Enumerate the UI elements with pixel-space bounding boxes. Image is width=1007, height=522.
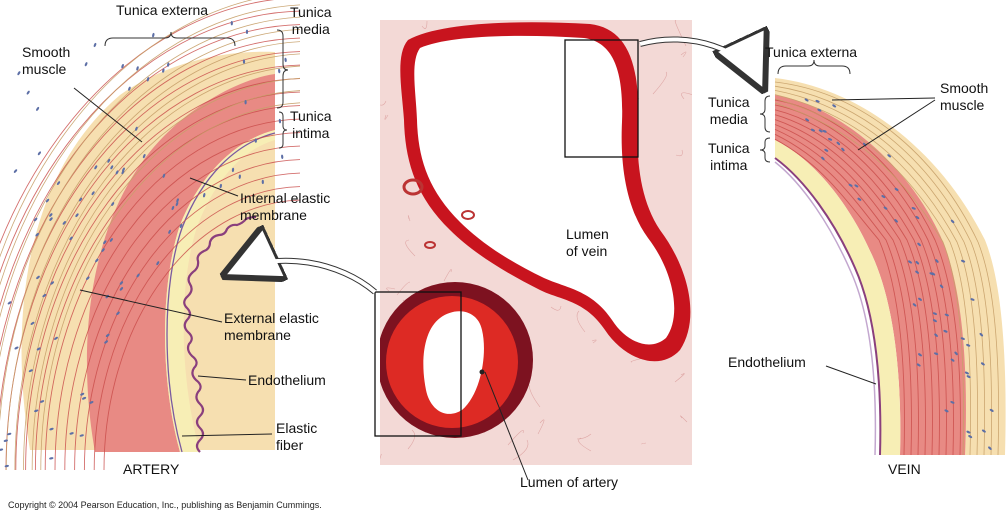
external-elastic-line2: membrane: [224, 327, 319, 344]
lumen-of-vein-label: Lumen of vein: [566, 226, 609, 260]
elastic-fiber-line1: Elastic: [276, 420, 317, 437]
vein-intima-bracket: [760, 138, 770, 162]
vein-title: VEIN: [888, 461, 921, 478]
artery-tunica-externa-label: Tunica externa: [116, 2, 208, 19]
vein-tunica-media-label: Tunica media: [708, 94, 750, 128]
vein-tunica-media-line2: media: [708, 111, 750, 128]
artery-smooth-muscle-line1: Smooth: [22, 44, 70, 61]
artery-tunica-media-label: Tunica media: [290, 4, 332, 38]
vein-externa-bracket: [778, 60, 850, 74]
lumen-vein-line2: of vein: [566, 243, 609, 260]
vein-smooth-muscle-line1: Smooth: [940, 80, 988, 97]
internal-elastic-membrane-label: Internal elastic membrane: [240, 190, 330, 224]
vein-tunica-externa-label: Tunica externa: [765, 44, 857, 61]
artery-tunica-intima-label: Tunica intima: [290, 108, 332, 142]
vein-media-bracket: [760, 96, 770, 132]
external-elastic-line1: External elastic: [224, 310, 319, 327]
artery-smooth-muscle-line2: muscle: [22, 61, 70, 78]
copyright-notice: Copyright © 2004 Pearson Education, Inc.…: [8, 500, 322, 510]
vein-tunica-intima-label: Tunica intima: [708, 140, 750, 174]
internal-elastic-line2: membrane: [240, 207, 330, 224]
lumen-vein-line1: Lumen: [566, 226, 609, 243]
vein-tunica-media-line1: Tunica: [708, 94, 750, 111]
vein-tunica-intima-line1: Tunica: [708, 140, 750, 157]
vein-tunica-intima-line2: intima: [708, 157, 750, 174]
artery-tunica-media-line2: media: [290, 21, 332, 38]
vein-illustration: [775, 78, 1006, 455]
vein-endothelium-label: Endothelium: [728, 354, 806, 371]
elastic-fiber-line2: fiber: [276, 437, 317, 454]
artery-smooth-muscle-label: Smooth muscle: [22, 44, 70, 78]
elastic-fiber-label: Elastic fiber: [276, 420, 317, 454]
internal-elastic-line1: Internal elastic: [240, 190, 330, 207]
artery-tunica-media-line1: Tunica: [290, 4, 332, 21]
artery-endothelium-label: Endothelium: [248, 372, 326, 389]
artery-tunica-intima-line1: Tunica: [290, 108, 332, 125]
lumen-of-artery-label: Lumen of artery: [520, 474, 618, 491]
vein-smooth-muscle-label: Smooth muscle: [940, 80, 988, 114]
external-elastic-membrane-label: External elastic membrane: [224, 310, 319, 344]
histology-micrograph: [371, 20, 693, 478]
vein-smooth-muscle-line2: muscle: [940, 97, 988, 114]
artery-intima-bracket: [279, 112, 287, 148]
artery-tunica-intima-line2: intima: [290, 125, 332, 142]
artery-title: ARTERY: [123, 461, 179, 478]
